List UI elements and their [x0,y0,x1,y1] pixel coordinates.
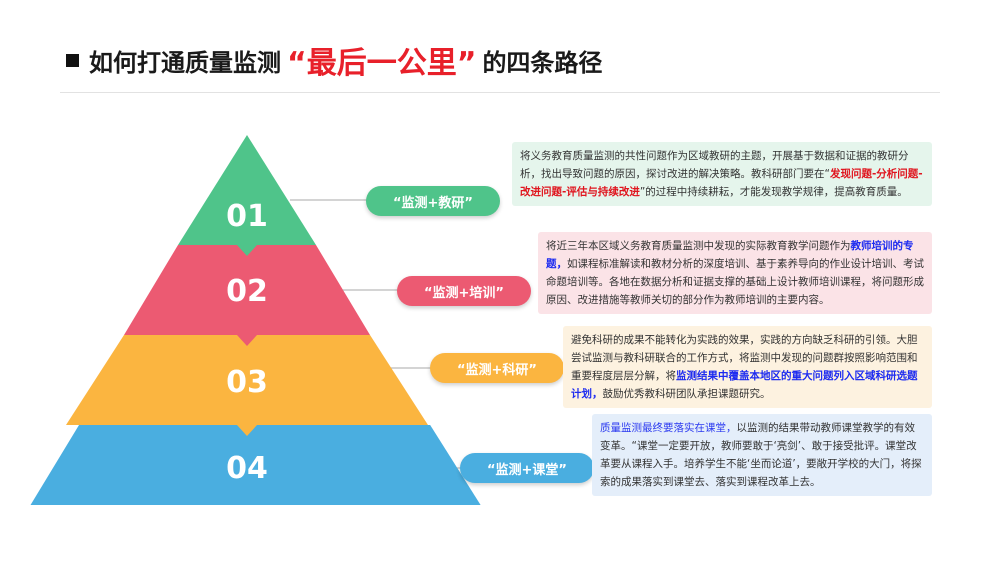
highlight-text: 监测结果中覆盖本地区的重大问题列入区域科研选题计划， [571,370,918,400]
description-box-keyan: 避免科研的成果不能转化为实践的效果，实践的方向缺乏科研的引领。大胆尝试监测与教科… [563,326,932,408]
pyramid-layer-2 [124,245,370,335]
text: 如课程标准解读和教材分析的深度培训、基于素养导向的作业设计培训、考试命题培训等。… [546,258,924,306]
notch-arrow [237,335,257,346]
notch-arrow [237,425,257,436]
pyramid-layer-3 [66,335,428,425]
pyramid-layer-1 [178,135,316,245]
highlight-text: 发现问题-分析问题-改进问题-评估与持续改进 [520,168,923,198]
highlight-text: 教师培训的专题， [546,240,914,270]
text: 将近三年本区域义务教育质量监测中发现的实际教育教学问题作为 [546,240,851,252]
title-suffix: 的四条路径 [482,48,603,77]
text: 将义务教育质量监测的共性问题作为区域教研的主题，开展基于数据和证据的教研分析，找… [520,150,909,180]
text: ”的过程中持续耕耘，才能发现教学规律，提高教育质量。 [639,186,908,198]
layer-number: 02 [226,274,268,309]
text: 鼓励优秀教科研团队承担课题研究。 [602,388,771,400]
notch-arrow [237,245,257,256]
page-title: 如何打通质量监测 “最后一公里” 的四条路径 [66,38,602,82]
title-divider [60,92,940,93]
text: 以监测的结果带动教师课堂教学的有效变革。“课堂一定要开放，教师要敢于‘亮剑’、敢… [600,422,922,488]
label-pill-peixun: “监测+培训” [397,276,531,306]
title-highlight: “最后一公里” [287,46,477,81]
layer-number: 04 [226,451,268,486]
label-pill-jiaoyan: “监测+教研” [366,186,500,216]
pyramid-layer-4 [30,425,481,505]
layer-number: 03 [226,365,268,400]
description-box-ketang: 质量监测最终要落实在课堂，以监测的结果带动教师课堂教学的有效变革。“课堂一定要开… [592,414,932,496]
layer-number: 01 [226,199,268,234]
label-pill-ketang: “监测+课堂” [460,453,594,483]
highlight-text: 质量监测最终要落实在课堂， [600,422,737,434]
description-box-jiaoyan: 将义务教育质量监测的共性问题作为区域教研的主题，开展基于数据和证据的教研分析，找… [512,142,932,206]
label-pill-keyan: “监测+科研” [430,353,564,383]
description-box-peixun: 将近三年本区域义务教育质量监测中发现的实际教育教学问题作为教师培训的专题，如课程… [538,232,932,314]
bullet-square-icon [66,53,79,67]
title-prefix: 如何打通质量监测 [89,48,281,77]
text: 避免科研的成果不能转化为实践的效果，实践的方向缺乏科研的引领。大胆尝试监测与教科… [571,334,918,382]
